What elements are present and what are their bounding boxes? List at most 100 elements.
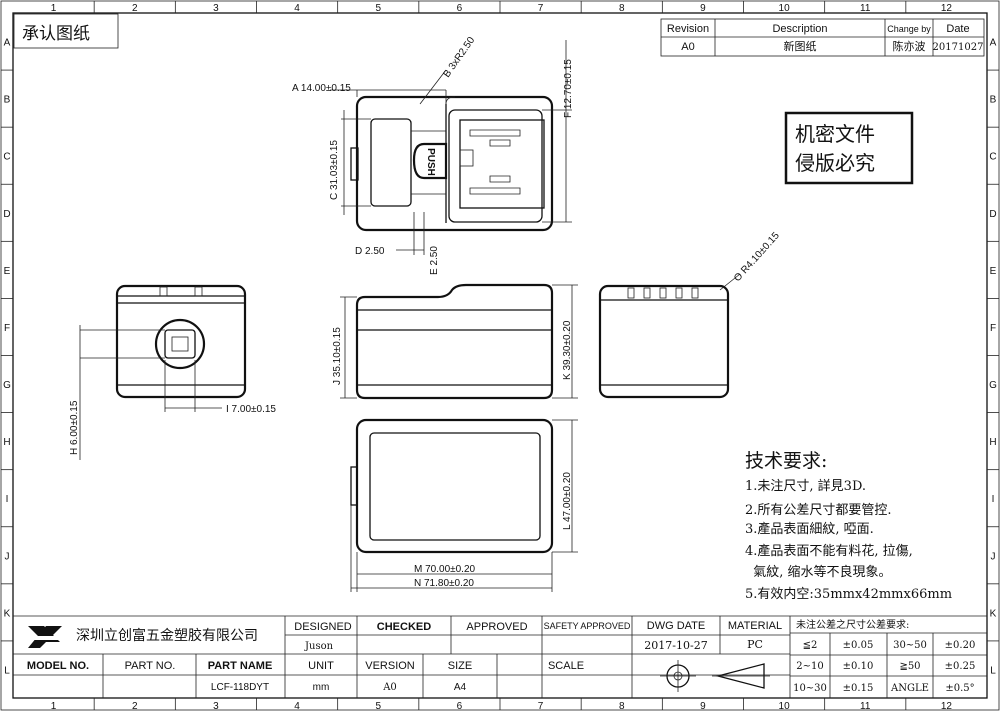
rev-value: A0: [681, 41, 694, 53]
tolerance-cell: 10~30: [793, 683, 827, 694]
grid-row-label: B: [990, 95, 997, 106]
grid-col-label: 11: [860, 3, 871, 14]
dim-d: D 2.50: [355, 246, 385, 257]
grid-col-label: 10: [779, 701, 791, 711]
title-block: 深圳立创富五金塑胶有限公司 DESIGNED Juson CHECKED APP…: [13, 615, 987, 698]
grid-row-label: D: [3, 209, 10, 220]
checked-label: CHECKED: [377, 621, 431, 633]
grid-row-label: D: [989, 209, 996, 220]
grid-row-label: C: [989, 152, 996, 163]
grid-row-label: A: [990, 38, 997, 49]
push-label: PUSH: [425, 148, 436, 176]
grid-col-label: 5: [375, 701, 381, 711]
unit-label: UNIT: [308, 660, 334, 672]
dim-l: L 47.00±0.20: [562, 472, 573, 530]
tolerance-cell: ±0.10: [843, 661, 874, 672]
grid-row-label: I: [992, 494, 995, 505]
grid-col-label: 9: [700, 3, 706, 14]
rev-date: 20171027: [933, 42, 984, 53]
tolerance-cell: ±0.5°: [945, 683, 974, 694]
grid-row-label: J: [5, 551, 10, 562]
dim-a: A 14.00±0.15: [292, 83, 351, 94]
front-view: J 35.10±0.15 K 39.30±0.20: [332, 283, 578, 400]
part-no-label: PART NO.: [125, 660, 176, 672]
grid-row-label: H: [989, 437, 996, 448]
grid-row-label: C: [3, 152, 10, 163]
grid-row-label: I: [6, 494, 9, 505]
bottom-view: L 47.00±0.20 M 70.00±0.20 N 71.80±0.20: [350, 418, 578, 592]
grid-row-label: E: [4, 266, 11, 277]
stamp-line-1: 机密文件: [795, 122, 875, 146]
grid-col-label: 10: [779, 3, 791, 14]
grid-row-label: B: [4, 95, 11, 106]
tolerance-cell: ±0.25: [945, 661, 976, 672]
rev-header-date: Date: [946, 23, 969, 35]
scale-label: SCALE: [548, 660, 584, 672]
dim-c: C 31.03±0.15: [329, 140, 340, 200]
dwg-date-label: DWG DATE: [647, 620, 705, 632]
grid-col-label: 2: [132, 701, 138, 711]
grid-row-label: F: [4, 323, 10, 334]
rev-header-changeby: Change by: [887, 24, 931, 34]
grid-row-label: G: [3, 380, 11, 391]
grid-col-label: 4: [294, 3, 300, 14]
tech-title: 技术要求:: [745, 450, 827, 472]
rev-changeby: 陈亦波: [893, 39, 926, 53]
dim-k: K 39.30±0.20: [562, 320, 573, 380]
rev-header-description: Description: [772, 23, 827, 35]
grid-col-label: 7: [538, 3, 544, 14]
part-name-label: PART NAME: [208, 660, 273, 672]
grid-col-label: 12: [941, 701, 953, 711]
approved-label: APPROVED: [466, 621, 527, 633]
grid-row-label: E: [990, 266, 997, 277]
tech-item-3: 3.產品表面細紋, 啞面.: [745, 521, 874, 537]
grid-col-label: 3: [213, 3, 219, 14]
tech-item-2: 2.所有公差尺寸都要管控.: [745, 503, 892, 518]
grid-row-label: F: [990, 323, 996, 334]
tech-item-1: 1.未注尺寸, 詳見3D.: [745, 478, 866, 494]
safety-approved-label: SAFETY APPROVED: [544, 621, 631, 631]
grid-row-label: K: [4, 608, 11, 619]
grid-row-label: L: [4, 665, 10, 676]
tolerance-title: 未注公差之尺寸公差要求:: [796, 618, 909, 631]
tolerance-cell: ±0.20: [945, 640, 976, 651]
dim-n: N 71.80±0.20: [414, 578, 474, 589]
grid-col-label: 9: [700, 701, 706, 711]
part-name-value: LCF-118DYT: [211, 682, 269, 693]
grid-col-label: 7: [538, 701, 544, 711]
rev-description: 新图纸: [784, 39, 817, 53]
grid-col-label: 6: [457, 3, 463, 14]
grid-col-label: 3: [213, 701, 219, 711]
tolerance-cell: 2~10: [796, 661, 823, 672]
tech-item-4: 4.產品表面不能有料花, 拉傷,: [745, 543, 913, 559]
grid-col-label: 11: [860, 701, 871, 711]
tolerance-cell: ±0.15: [843, 683, 874, 694]
company-logo: [28, 626, 62, 648]
tech-item-6: 5.有效内空:35mmx42mmx66mm: [745, 586, 952, 602]
material-value: PC: [747, 638, 763, 651]
size-label: SIZE: [448, 660, 472, 672]
grid-col-label: 8: [619, 3, 625, 14]
confidential-stamp: 机密文件 侵版必究: [784, 111, 914, 185]
company-name: 深圳立创富五金塑胶有限公司: [76, 627, 258, 644]
dim-f: F 12.70±0.15: [563, 59, 574, 118]
projection-symbol: [660, 660, 770, 692]
version-value: A0: [382, 682, 397, 693]
dim-e: E 2.50: [429, 246, 440, 275]
grid-col-label: 5: [375, 3, 381, 14]
grid-row-label: J: [991, 551, 996, 562]
grid-row-label: H: [3, 437, 10, 448]
grid-row-label: K: [990, 608, 997, 619]
tolerance-cell: ≧50: [899, 661, 920, 672]
material-label: MATERIAL: [728, 620, 782, 632]
revision-table: Revision Description Change by Date A0 新…: [660, 18, 985, 57]
dim-o: O R4.10±0.15: [732, 230, 782, 284]
grid-col-label: 8: [619, 701, 625, 711]
tech-item-5: 氣紋, 缩水等不良現象。: [745, 564, 892, 580]
grid-row-label: G: [989, 380, 997, 391]
tech-requirements: 技术要求: 1.未注尺寸, 詳見3D. 2.所有公差尺寸都要管控. 3.產品表面…: [745, 450, 952, 602]
designed-label: DESIGNED: [294, 621, 352, 633]
